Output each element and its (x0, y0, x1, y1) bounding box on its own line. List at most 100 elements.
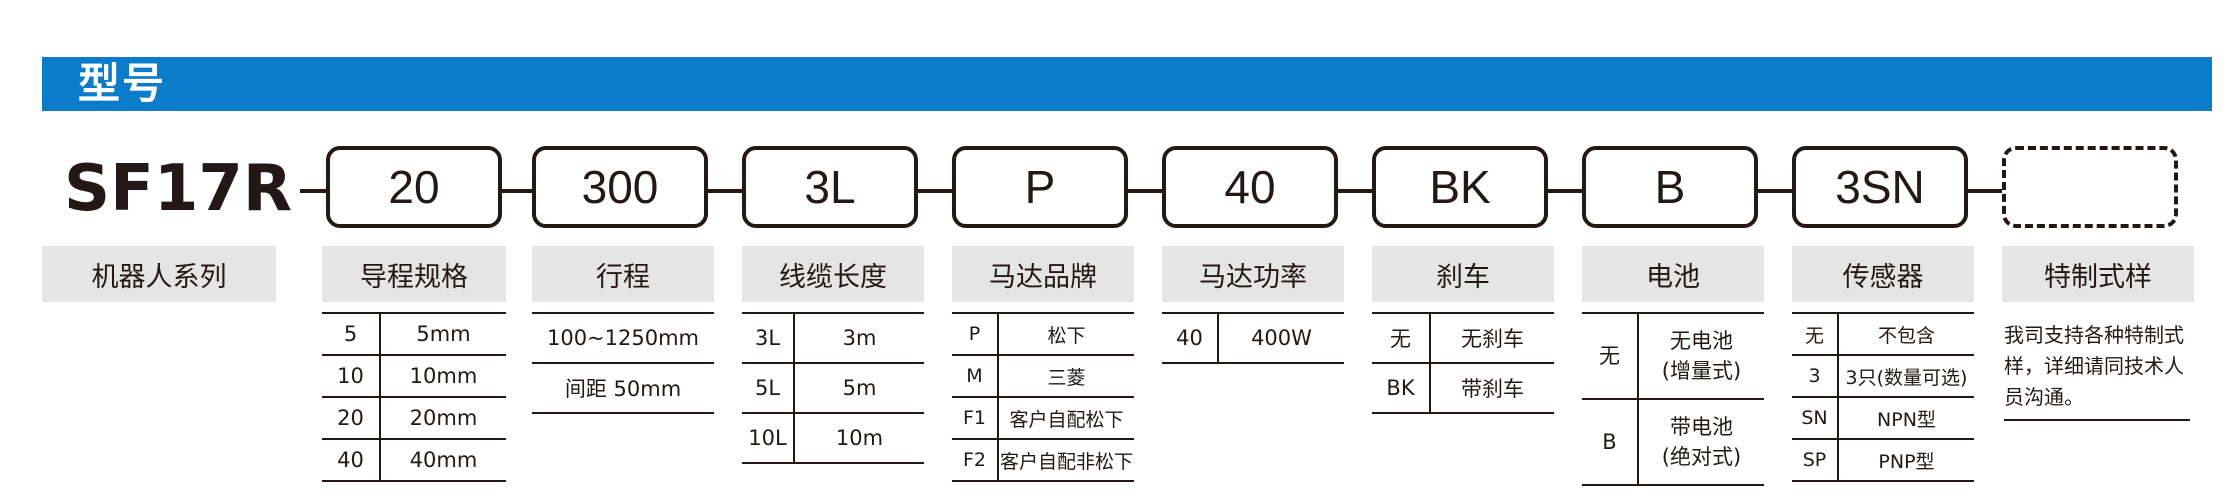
lead-value: 40mm (380, 439, 506, 482)
sensor-value: NPN型 (1838, 397, 1974, 440)
table-row: 间距 50mm (532, 363, 714, 414)
table-row: 5L 5m (742, 363, 924, 414)
stroke-pitch: 间距 50mm (532, 363, 714, 414)
table-row: BK 带刹车 (1372, 363, 1554, 414)
brand-code: F2 (952, 439, 999, 482)
power-value: 400W (1218, 312, 1344, 364)
segment-brake: BK (1372, 146, 1548, 228)
battery-value-line2: (绝对式) (1661, 445, 1742, 469)
lead-value: 20mm (380, 397, 506, 440)
table-row: 无 无电池 (增量式) (1582, 312, 1764, 400)
battery-value: 无电池 (增量式) (1638, 312, 1764, 400)
stroke-table: 100~1250mm 间距 50mm (532, 312, 714, 414)
header-power: 马达功率 (1162, 246, 1344, 302)
connector-line (708, 189, 742, 193)
sensor-value: 不包含 (1838, 312, 1974, 356)
brand-code: P (952, 312, 999, 356)
cable-code: 3L (742, 312, 795, 364)
lead-code: 20 (322, 397, 381, 440)
lead-code: 40 (322, 439, 381, 482)
battery-table: 无 无电池 (增量式) B 带电池 (绝对式) (1582, 312, 1764, 486)
table-row: F1 客户自配松下 (952, 397, 1134, 440)
brand-code: F1 (952, 397, 999, 440)
header-brake: 刹车 (1372, 246, 1554, 302)
header-brand: 马达品牌 (952, 246, 1134, 302)
brand-value: 松下 (998, 312, 1134, 356)
table-row: 3L 3m (742, 312, 924, 364)
connector-line (300, 189, 326, 193)
table-row: 10 10mm (322, 355, 506, 398)
sensor-code: 无 (1792, 312, 1839, 356)
segment-brand: P (952, 146, 1128, 228)
header-battery: 电池 (1582, 246, 1764, 302)
segment-sensor: 3SN (1792, 146, 1968, 228)
section-title: 型号 (78, 59, 167, 108)
brake-code: 无 (1372, 312, 1431, 364)
connector-line (502, 189, 532, 193)
brand-table: P 松下 M 三菱 F1 客户自配松下 F2 客户自配非松下 (952, 312, 1134, 482)
header-lead: 导程规格 (322, 246, 506, 302)
table-row: B 带电池 (绝对式) (1582, 399, 1764, 486)
brand-value: 三菱 (998, 355, 1134, 398)
table-row: SP PNP型 (1792, 439, 1974, 482)
table-row: P 松下 (952, 312, 1134, 356)
sensor-value: 3只(数量可选) (1838, 355, 1974, 398)
cable-value: 10m (794, 413, 924, 464)
segment-lead: 20 (326, 146, 502, 228)
brand-code: M (952, 355, 999, 398)
battery-value-line2: (增量式) (1661, 359, 1742, 383)
lead-code: 10 (322, 355, 381, 398)
battery-value: 带电池 (绝对式) (1638, 399, 1764, 486)
table-row: SN NPN型 (1792, 397, 1974, 440)
connector-line (1968, 189, 2002, 193)
lead-value: 10mm (380, 355, 506, 398)
table-row: 无 不包含 (1792, 312, 1974, 356)
segment-stroke: 300 (532, 146, 708, 228)
connector-line (918, 189, 952, 193)
segment-special (2002, 146, 2178, 228)
battery-value-line1: 无电池 (1670, 329, 1733, 353)
sensor-code: 3 (1792, 355, 1839, 398)
table-row: 40 400W (1162, 312, 1344, 364)
cable-value: 3m (794, 312, 924, 364)
connector-line (1338, 189, 1372, 193)
table-row: 100~1250mm (532, 312, 714, 364)
header-sensor: 传感器 (1792, 246, 1974, 302)
lead-table: 5 5mm 10 10mm 20 20mm 40 40mm (322, 312, 506, 482)
lead-value: 5mm (380, 312, 506, 356)
table-row: 5 5mm (322, 312, 506, 356)
brake-value: 带刹车 (1430, 363, 1554, 414)
cable-code: 10L (742, 413, 795, 464)
brand-value: 客户自配松下 (998, 397, 1134, 440)
sensor-table: 无 不包含 3 3只(数量可选) SN NPN型 SP PNP型 (1792, 312, 1974, 482)
sensor-value: PNP型 (1838, 439, 1974, 482)
connector-line (1758, 189, 1792, 193)
battery-value-line1: 带电池 (1670, 415, 1733, 439)
brand-value: 客户自配非松下 (998, 439, 1134, 482)
section-banner: 型号 (42, 57, 2212, 111)
power-table: 40 400W (1162, 312, 1344, 364)
table-row: M 三菱 (952, 355, 1134, 398)
cable-table: 3L 3m 5L 5m 10L 10m (742, 312, 924, 464)
brake-code: BK (1372, 363, 1431, 414)
table-row: 3 3只(数量可选) (1792, 355, 1974, 398)
connector-line (1548, 189, 1582, 193)
battery-code: B (1582, 399, 1639, 486)
table-row: 无 无刹车 (1372, 312, 1554, 364)
brake-table: 无 无刹车 BK 带刹车 (1372, 312, 1554, 414)
header-series: 机器人系列 (42, 246, 276, 302)
header-special: 特制式样 (2002, 246, 2194, 302)
table-row: 40 40mm (322, 439, 506, 482)
segment-battery: B (1582, 146, 1758, 228)
power-code: 40 (1162, 312, 1219, 364)
sensor-code: SN (1792, 397, 1839, 440)
segment-power: 40 (1162, 146, 1338, 228)
stroke-range: 100~1250mm (532, 312, 714, 364)
table-row: 20 20mm (322, 397, 506, 440)
battery-code: 无 (1582, 312, 1639, 400)
table-row: 10L 10m (742, 413, 924, 464)
cable-code: 5L (742, 363, 795, 414)
special-note: 我司支持各种特制式样，详细请同技术人员沟通。 (2004, 320, 2190, 421)
cable-value: 5m (794, 363, 924, 414)
segment-cable: 3L (742, 146, 918, 228)
